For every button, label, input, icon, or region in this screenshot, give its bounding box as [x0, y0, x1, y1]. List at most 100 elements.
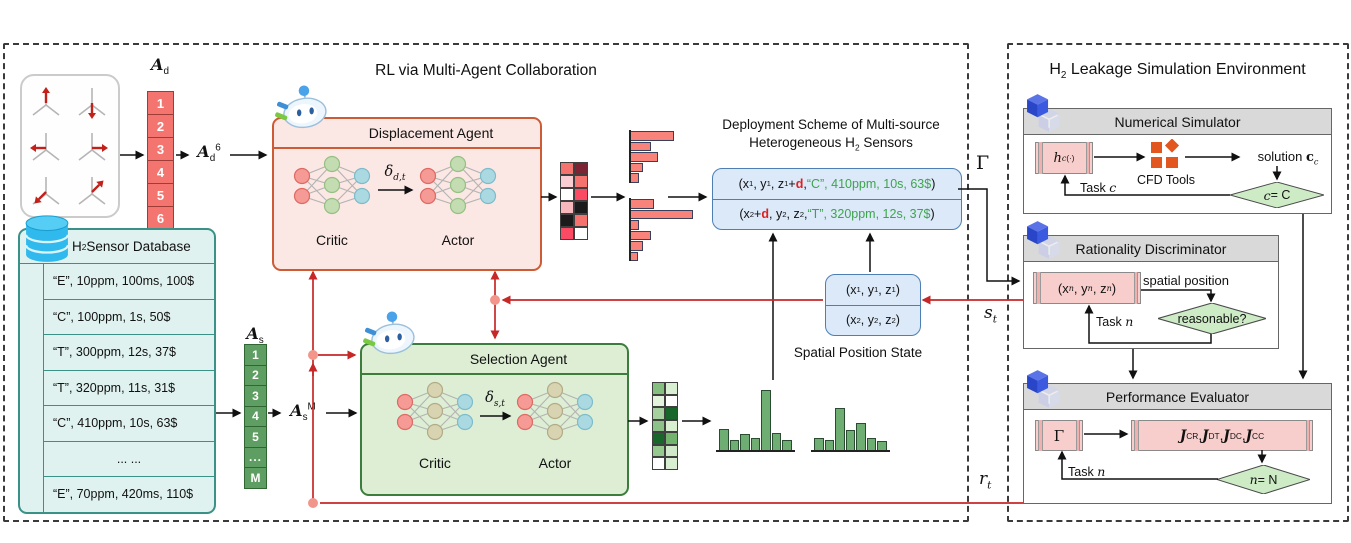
heatmap-cell	[560, 214, 574, 227]
heatmap-cell	[574, 227, 588, 240]
data-row: ... ...	[44, 442, 214, 477]
action-cell: 2	[147, 114, 174, 138]
direction-axis-up-right-icon	[78, 177, 106, 205]
bar	[631, 251, 638, 261]
selection-agent-title: Selection Agent	[362, 345, 627, 375]
heatmap-cell	[665, 457, 678, 470]
data-row: “T”, 300ppm, 12s, 37$	[44, 335, 214, 371]
displacement-actor-network	[418, 152, 498, 218]
selection-actor-network	[515, 378, 595, 444]
n-equals-N-diamond: n = N	[1217, 465, 1310, 494]
heatmap-cell	[560, 162, 574, 175]
cfd-tools-label: CFD Tools	[1136, 173, 1196, 187]
bar	[729, 440, 739, 450]
displacement-direction-box	[20, 74, 120, 218]
displacement-distribution-top	[629, 130, 674, 183]
action-cell: 3	[244, 385, 267, 407]
heatmap-cell	[574, 162, 588, 175]
reasonable-diamond: reasonable?	[1158, 303, 1266, 334]
rationality-discriminator-title: Rationality Discriminator	[1075, 241, 1227, 257]
action-cell: 3	[147, 137, 174, 161]
heatmap-cell	[665, 419, 678, 432]
rl-collaboration-panel	[3, 43, 969, 522]
action-cell: 4	[244, 405, 267, 427]
gamma-input-box: Γ	[1035, 420, 1083, 451]
heatmap-cell	[665, 394, 678, 407]
database-icon	[24, 215, 70, 262]
numerical-simulator-header: Numerical Simulator	[1023, 108, 1332, 136]
displacement-agent-title: Displacement Agent	[274, 119, 540, 149]
selection-distribution-left	[716, 384, 795, 452]
heatmap-cell	[560, 188, 574, 201]
data-row: “E”, 70ppm, 420ms, 110$	[53, 487, 194, 502]
bar	[814, 438, 824, 450]
action-cell: ...	[244, 446, 267, 468]
delta-dt-label: δd,t	[384, 164, 406, 183]
displacement-probability-heatmap	[560, 162, 588, 240]
displacement-distribution-bottom	[629, 198, 693, 261]
direction-axis-down-icon	[78, 88, 106, 119]
module-cube-icon	[1027, 370, 1060, 408]
selection-actor-label: Actor	[538, 455, 572, 471]
bar	[835, 408, 845, 450]
heatmap-cell	[574, 214, 588, 227]
bar	[845, 430, 855, 450]
database-side-column	[20, 264, 44, 512]
action-cell: 6	[147, 206, 174, 230]
bar	[631, 173, 639, 183]
heatmap-cell	[652, 457, 665, 470]
action-cell: 2	[244, 364, 267, 386]
bar	[631, 152, 658, 162]
database-rows: “E”, 10ppm, 100ms, 100$“C”, 100ppm, 1s, …	[44, 264, 214, 512]
action-cell: 4	[147, 160, 174, 184]
action-cell: 1	[244, 344, 267, 366]
displacement-agent-box: Displacement Agent	[272, 117, 542, 271]
selection-probability-heatmap	[652, 382, 678, 470]
data-row: “T”, 320ppm, 11s, 31$	[44, 371, 214, 406]
action-space-d-label: Ad	[151, 55, 169, 78]
selection-critic-network	[395, 378, 475, 444]
heatmap-cell	[574, 201, 588, 214]
heatmap-cell	[652, 419, 665, 432]
direction-axis-down-left-icon	[32, 177, 60, 205]
bar	[782, 440, 792, 450]
bar	[856, 423, 866, 450]
heatmap-cell	[665, 444, 678, 457]
heatmap-cell	[574, 175, 588, 188]
heatmap-cell	[574, 188, 588, 201]
cfd-tools-icon	[1151, 139, 1180, 168]
robot-icon	[275, 85, 327, 129]
module-cube-icon	[1027, 94, 1060, 132]
robot-icon	[363, 311, 415, 355]
spatial-position-branch-label: spatial position	[1143, 273, 1229, 288]
heatmap-cell	[652, 432, 665, 445]
bar	[771, 433, 781, 450]
task-n-label: Task n	[1068, 464, 1106, 479]
spatial-position-caption: Spatial Position State	[793, 345, 923, 360]
bar	[631, 199, 654, 209]
displacement-actor-label: Actor	[441, 232, 475, 248]
c-equals-C-diamond: c = C	[1230, 182, 1324, 208]
direction-axis-right-icon	[78, 132, 108, 161]
heatmap-cell	[665, 407, 678, 420]
data-row: “C”, 410ppm, 10s, 63$	[44, 406, 214, 442]
bar	[631, 141, 651, 151]
action-space-s-label: As	[246, 324, 264, 347]
heatmap-cell	[665, 382, 678, 395]
bar	[740, 434, 750, 450]
heatmap-cell	[652, 407, 665, 420]
bar	[631, 209, 693, 219]
action-cell: 1	[147, 91, 174, 115]
